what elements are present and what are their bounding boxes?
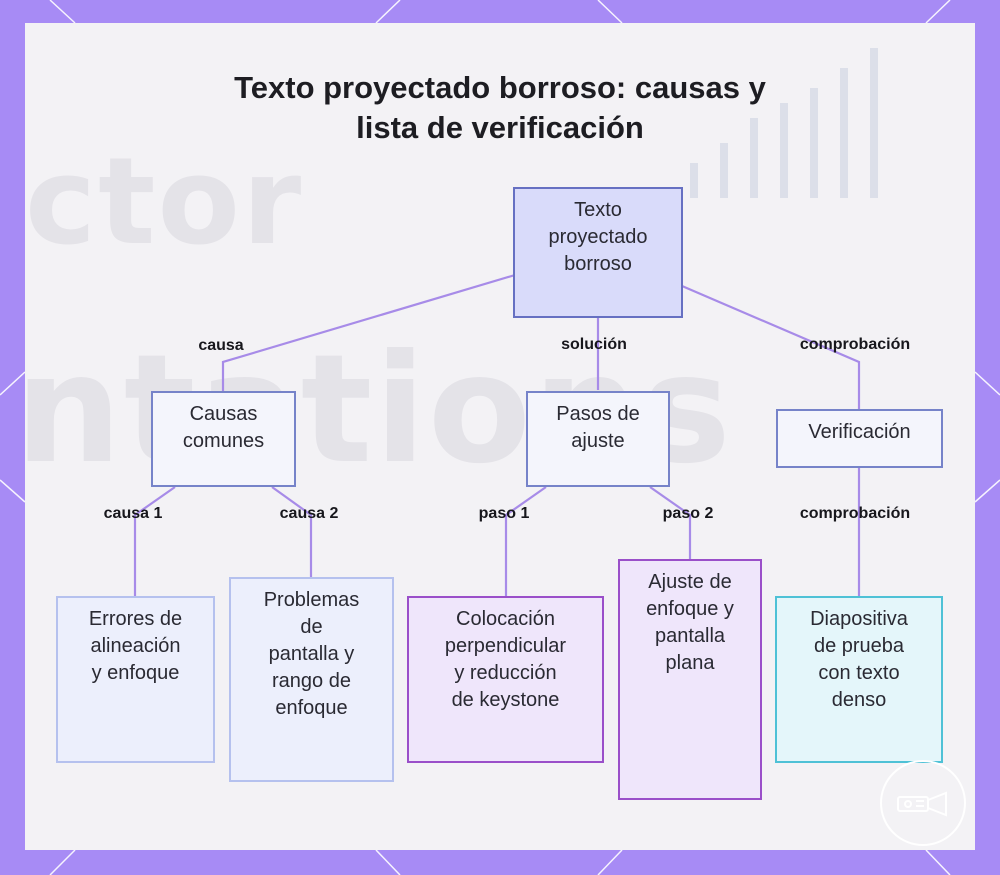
node-check: Verificación [776,409,943,468]
edge-label-solucion: solución [561,336,627,353]
node-text-line: comunes [182,430,265,452]
node-text-line: rango de [272,670,351,692]
edge-label-causa: causa [198,337,244,354]
node-text-line: pantalla y [268,643,355,665]
edge-root-causes [221,273,516,393]
edge-label-paso-2: paso 2 [662,505,714,522]
node-text-line: y enfoque [91,662,180,684]
node-text-line: de [300,616,323,638]
node-root-text: Texto proyectado borroso [549,197,648,316]
node-text-line: borroso [564,253,632,275]
node-check1: Diapositiva de prueba con texto denso [775,596,943,763]
edge-label-causa-1: causa 1 [103,505,163,522]
node-step2: Ajuste de enfoque y pantalla plana [618,559,762,800]
node-text-line: Problemas [263,589,360,611]
node-text-line: ajuste [571,430,625,452]
node-cause2: Problemas de pantalla y rango de enfoque [229,577,394,782]
node-text-line: Diapositiva [810,608,908,630]
node-text-line: Ajuste de [648,571,732,593]
projector-logo [880,760,966,846]
edge-causes-cause1 [133,486,176,596]
background-bars [680,28,920,198]
background-watermark-1: ctor [25,133,304,272]
node-steps-text: Pasos de ajuste [556,401,639,485]
title-line-1: Texto proyectado borroso: causas y [234,70,766,105]
edge-label-paso-1: paso 1 [478,505,530,522]
node-text-line: de keystone [451,689,560,711]
edge-causes-cause2 [271,486,313,577]
node-text-line: enfoque y [646,598,734,620]
node-text-line: denso [831,689,887,711]
node-text-line: enfoque [275,697,348,719]
node-text-line: pantalla [654,625,726,647]
node-cause1: Errores de alineación y enfoque [56,596,215,763]
node-text-line: y reducción [454,662,557,684]
node-text-line: Causas [189,403,258,425]
node-text-line: plana [665,652,715,674]
node-text-line: de prueba [813,635,905,657]
edge-label-causa-2: causa 2 [279,505,339,522]
node-step2-text: Ajuste de enfoque y pantalla plana [646,569,734,798]
node-causes: Causas comunes [151,391,296,487]
node-text-line: proyectado [548,226,648,248]
edge-label-comprobacion-2: comprobación [799,505,911,522]
node-text-line: perpendicular [444,635,567,657]
node-text-line: alineación [90,635,181,657]
node-check1-text: Diapositiva de prueba con texto denso [810,606,908,761]
node-cause1-text: Errores de alineación y enfoque [89,606,182,761]
title-line-2: lista de verificación [356,110,644,145]
node-step1: Colocación perpendicular y reducción de key… [407,596,604,763]
node-causes-text: Causas comunes [183,401,264,485]
edge-label-comprobacion-1: comprobación [799,336,911,353]
node-text-line: Texto [574,199,622,221]
node-text-line: Pasos de [556,403,640,425]
node-text-line: Colocación [456,608,555,630]
projector-icon [897,791,947,817]
node-root: Texto proyectado borroso [513,187,683,318]
edge-steps-step1 [504,486,547,596]
node-check-text: Verificación [808,419,910,466]
diagram-title: Texto proyectado borroso: causas y lista… [200,68,800,148]
node-cause2-text: Problemas de pantalla y rango de enfoque [264,587,360,780]
node-steps: Pasos de ajuste [526,391,670,487]
node-text-line: Verificación [808,421,911,443]
edge-steps-step2 [649,486,692,560]
node-text-line: con texto [818,662,900,684]
node-text-line: Errores de [88,608,183,630]
edge-root-check [681,284,861,410]
node-step1-text: Colocación perpendicular y reducción de key… [445,606,566,761]
